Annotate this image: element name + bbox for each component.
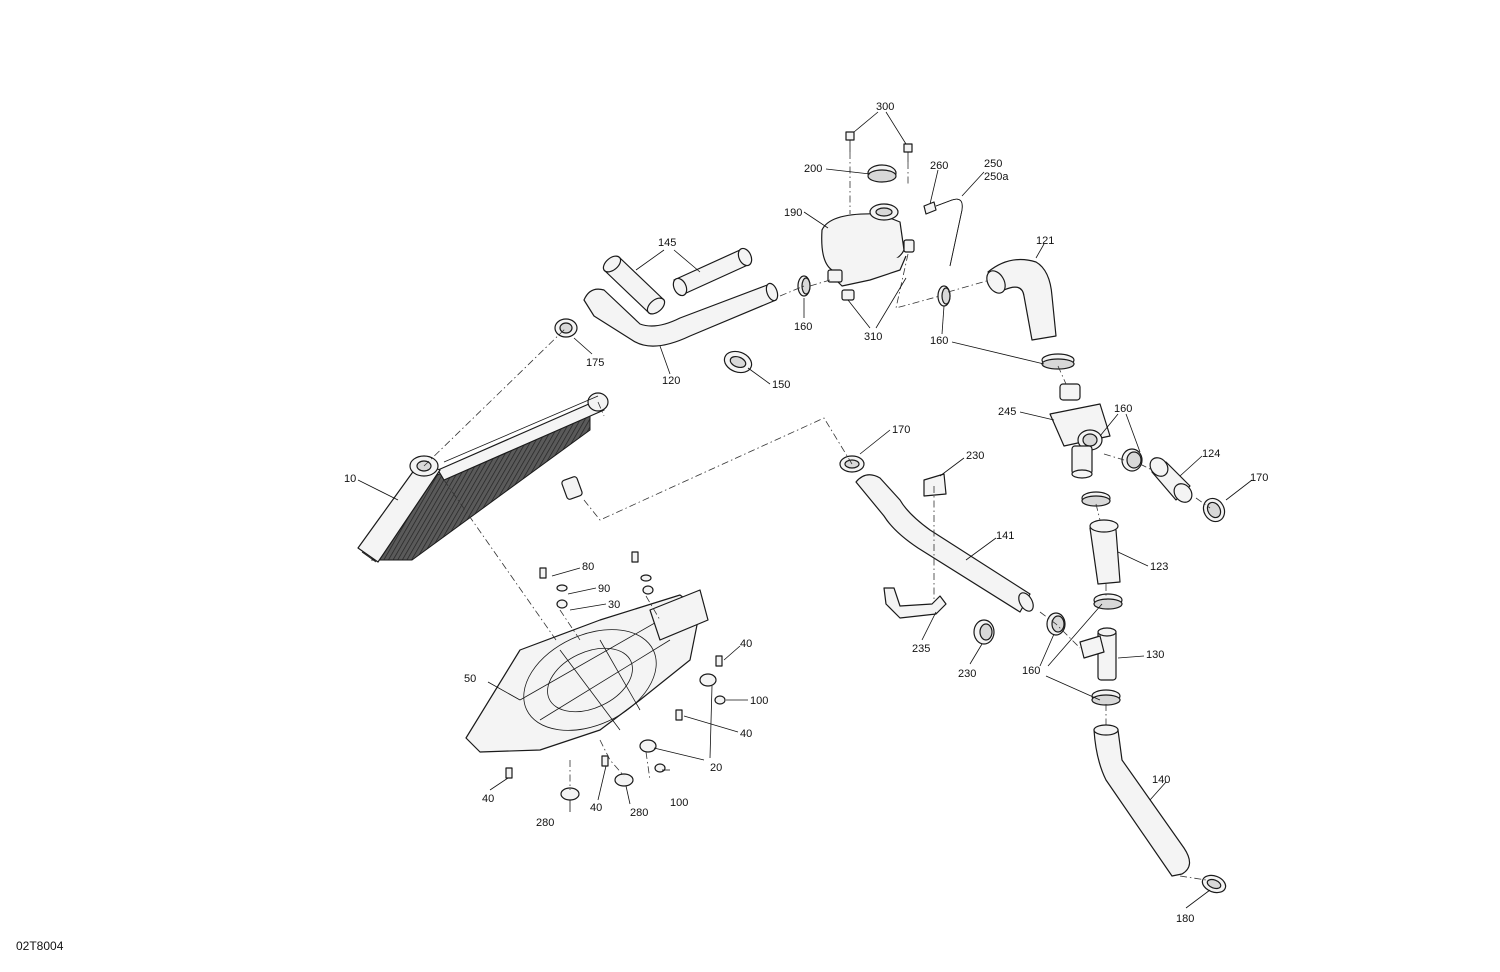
callout-labels: 300 200 260 250 250a 190 145 121 160 310… <box>344 101 1268 925</box>
clamp-175 <box>554 318 578 338</box>
callout-235: 235 <box>912 643 930 655</box>
bracket-230-top <box>923 473 947 497</box>
callout-140: 140 <box>1152 774 1170 786</box>
callout-123: 123 <box>1150 561 1168 573</box>
fan-shroud <box>465 589 709 753</box>
callout-121: 121 <box>1036 235 1054 247</box>
vent-hose-250 <box>923 198 963 267</box>
callout-250a: 250a <box>984 171 1009 183</box>
hose-120 <box>583 282 779 347</box>
clamp-180 <box>1201 874 1227 894</box>
callout-40-top: 40 <box>740 638 752 650</box>
callout-160-top-right: 160 <box>930 335 948 347</box>
bolts-300 <box>845 131 913 162</box>
callout-190: 190 <box>784 207 802 219</box>
clamp-160-pair <box>1081 448 1143 507</box>
callout-170-left: 170 <box>892 424 910 436</box>
callout-245: 245 <box>998 406 1016 418</box>
callout-300: 300 <box>876 101 894 113</box>
callout-160-top-left: 160 <box>794 321 812 333</box>
callout-50: 50 <box>464 673 476 685</box>
callout-120: 120 <box>662 375 680 387</box>
callout-180: 180 <box>1176 913 1194 925</box>
fasteners <box>505 551 726 801</box>
callout-230-top: 230 <box>966 450 984 462</box>
hose-123 <box>1089 519 1121 585</box>
tee-fitting-130 <box>1079 627 1117 681</box>
hose-145 <box>602 247 753 315</box>
callout-230-bottom: 230 <box>958 668 976 680</box>
callout-124: 124 <box>1202 448 1220 460</box>
callout-10: 10 <box>344 473 356 485</box>
clamp-160-right <box>937 285 951 307</box>
callout-40-left: 40 <box>482 793 494 805</box>
callout-250: 250 <box>984 158 1002 170</box>
hose-141 <box>855 474 1034 613</box>
callout-200: 200 <box>804 163 822 175</box>
callout-170-right: 170 <box>1250 472 1268 484</box>
leader-lines <box>357 111 1253 909</box>
expansion-tank <box>821 203 915 301</box>
callout-30: 30 <box>608 599 620 611</box>
bracket-235 <box>883 587 947 619</box>
callout-20: 20 <box>710 762 722 774</box>
callout-145: 145 <box>658 237 676 249</box>
hose-140 <box>1093 724 1191 877</box>
callout-141: 141 <box>996 530 1014 542</box>
callout-150: 150 <box>772 379 790 391</box>
callout-40-bottom: 40 <box>590 802 602 814</box>
callout-100-top: 100 <box>750 695 768 707</box>
callout-160-lower: 160 <box>1022 665 1040 677</box>
callout-90: 90 <box>598 583 610 595</box>
radiator <box>357 392 609 563</box>
clamp-150 <box>723 350 753 374</box>
cap-200 <box>867 164 897 183</box>
callout-280-right: 280 <box>630 807 648 819</box>
clamp-170-right <box>1202 497 1226 523</box>
clamp-160-thermostat <box>1041 353 1075 370</box>
drawing-code: 02T8004 <box>16 939 64 953</box>
thermostat-housing <box>1049 383 1111 479</box>
bracket-230-bottom <box>973 619 995 645</box>
assembly-lines <box>423 152 1211 881</box>
callout-260: 260 <box>930 160 948 172</box>
callout-80: 80 <box>582 561 594 573</box>
callout-160-thermostat: 160 <box>1114 403 1132 415</box>
hose-124 <box>1149 457 1193 503</box>
callout-40-middle: 40 <box>740 728 752 740</box>
callout-175: 175 <box>586 357 604 369</box>
callout-280-left: 280 <box>536 817 554 829</box>
hose-121 <box>986 259 1057 341</box>
callout-310: 310 <box>864 331 882 343</box>
callout-130: 130 <box>1146 649 1164 661</box>
callout-100-bottom: 100 <box>670 797 688 809</box>
